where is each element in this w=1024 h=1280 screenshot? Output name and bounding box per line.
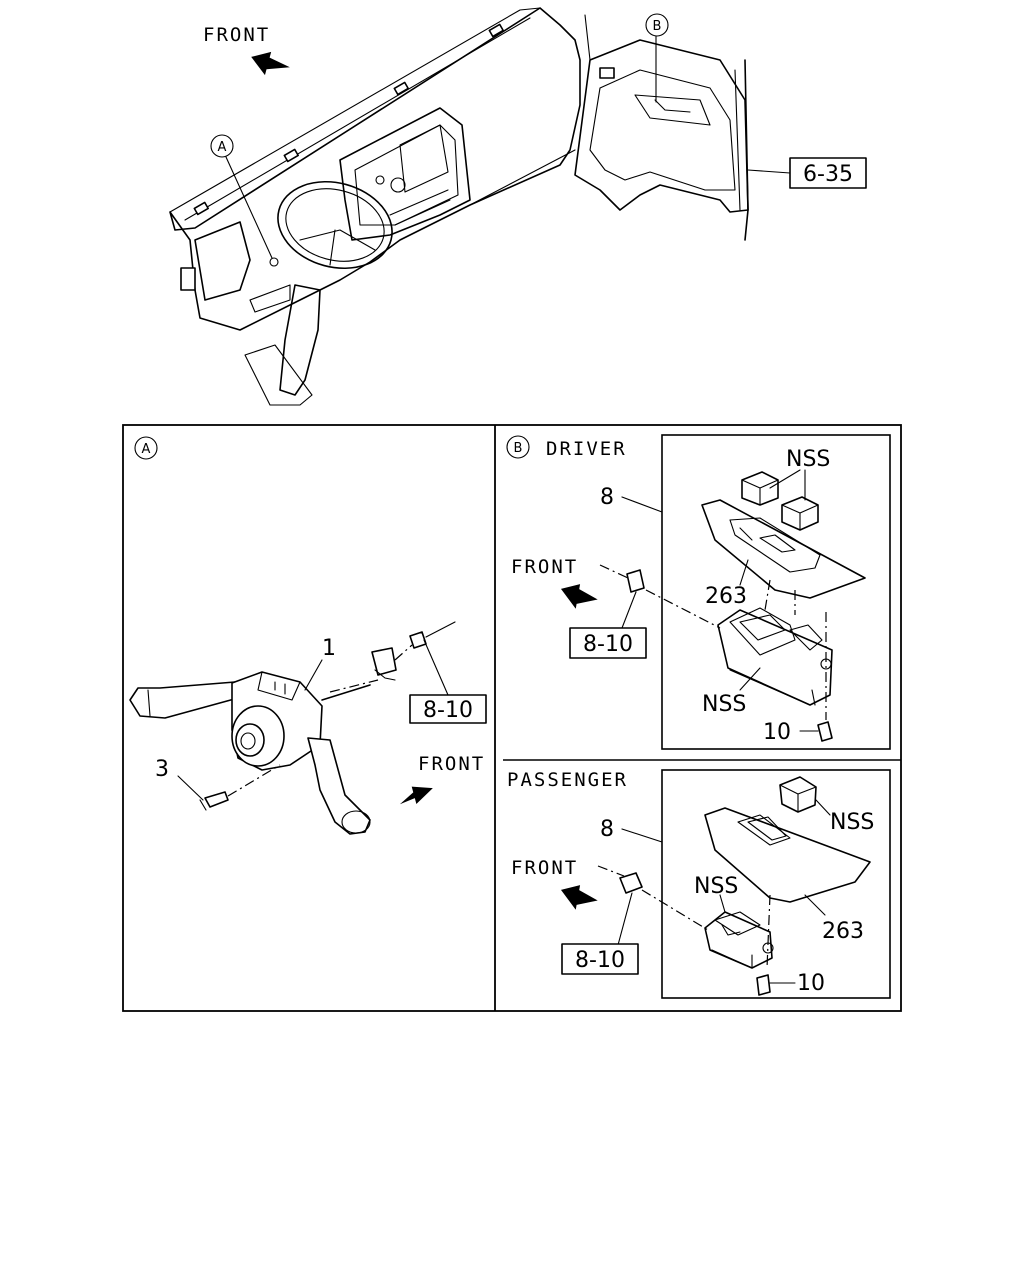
passenger-front-label: FRONT <box>511 857 578 879</box>
part-label-1: 1 <box>322 636 336 661</box>
passenger-part-10-label: 10 <box>797 971 825 996</box>
center-console <box>339 107 471 241</box>
svg-text:8-10: 8-10 <box>423 698 473 723</box>
driver-front-arrow-icon <box>560 584 598 609</box>
panel-b-callout <box>506 435 530 459</box>
passenger-screw-10 <box>756 974 771 996</box>
panel-a-combination-switch: A 1 3 8-10 FRONT <box>129 436 487 835</box>
driver-part-263-label: 263 <box>705 584 747 609</box>
overview-illustration: FRONT <box>169 7 867 406</box>
passenger-part-263-label: 263 <box>822 919 864 944</box>
svg-text:A: A <box>218 140 227 155</box>
passenger-nss-lower-label: NSS <box>694 874 738 899</box>
driver-harness-connector <box>626 569 645 593</box>
driver-front-label: FRONT <box>511 556 578 578</box>
overview-callout-a <box>210 134 234 158</box>
part-label-3: 3 <box>155 757 169 782</box>
passenger-harness-connector <box>619 872 643 894</box>
svg-text:B: B <box>514 441 523 456</box>
passenger-front-arrow-icon <box>560 885 598 910</box>
wiper-stalk <box>307 737 371 835</box>
passenger-part-8-label: 8 <box>600 817 614 842</box>
driver-nss-upper-label: NSS <box>786 447 830 472</box>
panel-b-passenger: PASSENGER NSS NSS 10 263 8 <box>507 769 891 999</box>
overview-front-label: FRONT <box>203 24 270 46</box>
switch-connector <box>371 647 397 676</box>
passenger-trim-panel <box>704 807 871 903</box>
driver-title: DRIVER <box>546 438 627 460</box>
driver-part-8-label: 8 <box>600 485 614 510</box>
driver-window-switch <box>717 609 833 706</box>
dashboard-top-edge <box>169 7 541 213</box>
panel-b-driver: B DRIVER NSS 10 263 NSS 8 <box>506 434 891 750</box>
overview-callout-b <box>645 13 669 37</box>
steering-wheel <box>277 180 393 270</box>
overview-front-arrow-icon <box>251 51 290 76</box>
overview-ref-box <box>789 157 867 189</box>
passenger-nss-upper-label: NSS <box>830 810 874 835</box>
panel-a-front-label: FRONT <box>418 753 485 775</box>
svg-text:8-10: 8-10 <box>575 948 625 973</box>
passenger-title: PASSENGER <box>507 769 628 791</box>
svg-text:B: B <box>653 19 662 34</box>
detail-frame <box>122 424 902 1012</box>
svg-text:A: A <box>142 442 151 457</box>
svg-text:6-35: 6-35 <box>803 162 853 187</box>
panel-a-callout <box>134 436 158 460</box>
door-panel <box>574 39 749 213</box>
driver-inset-box <box>661 434 891 750</box>
driver-part-10-label: 10 <box>763 720 791 745</box>
panel-a-ref-box <box>409 694 487 724</box>
turn-signal-stalk <box>129 681 239 719</box>
driver-nss-lower-label: NSS <box>702 692 746 717</box>
panel-a-front-arrow-icon <box>399 786 433 805</box>
svg-text:8-10: 8-10 <box>583 632 633 657</box>
screw-3 <box>204 791 229 808</box>
passenger-inset-box <box>661 769 891 999</box>
steering-column <box>279 284 321 396</box>
driver-screw-10 <box>817 721 833 742</box>
driver-ref-box <box>569 627 647 659</box>
driver-trim-panel <box>701 499 866 599</box>
passenger-ref-box <box>561 943 639 975</box>
